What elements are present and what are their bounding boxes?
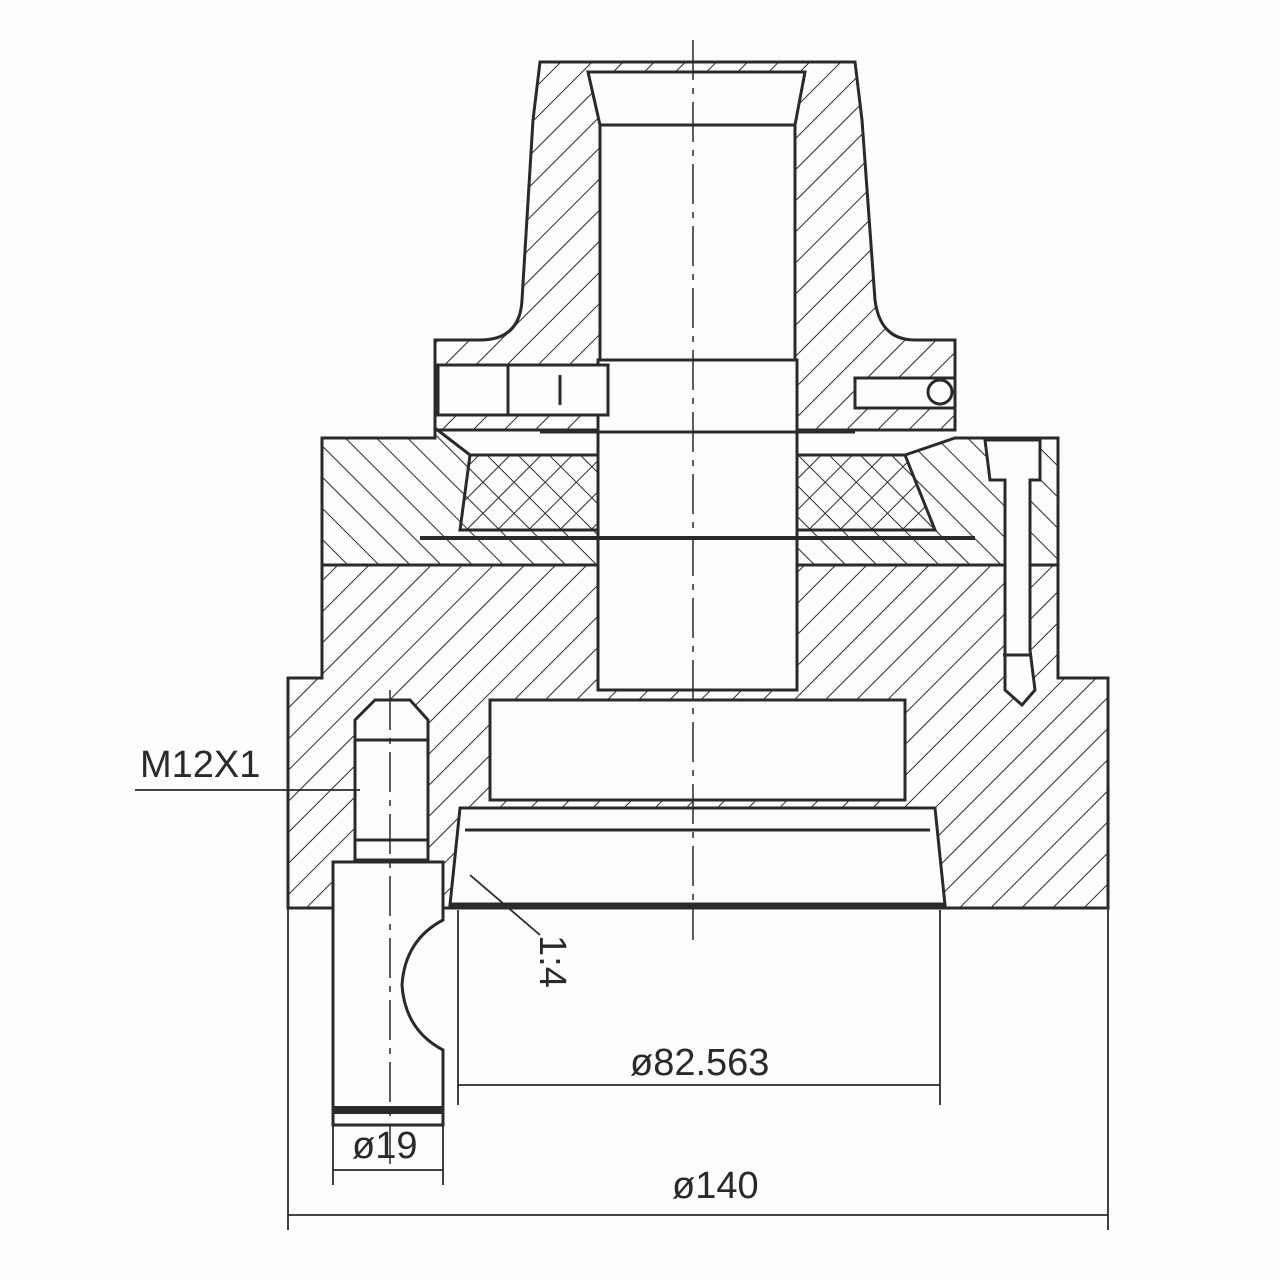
threaded-hole xyxy=(353,698,430,862)
taper-label: 1:4 xyxy=(531,935,573,988)
pin-diameter-label: ø19 xyxy=(352,1125,417,1167)
cap-screw xyxy=(983,438,1042,708)
thread-label: M12X1 xyxy=(140,744,260,786)
locating-pin xyxy=(331,860,445,1127)
lower-cavity xyxy=(488,698,907,802)
outer-diameter-label: ø140 xyxy=(672,1165,759,1207)
set-screw-left xyxy=(436,363,610,417)
bore-diameter-label: ø82.563 xyxy=(630,1042,769,1084)
top-bore xyxy=(586,70,807,362)
taper-cavity xyxy=(448,806,947,907)
center-bore xyxy=(596,358,799,692)
